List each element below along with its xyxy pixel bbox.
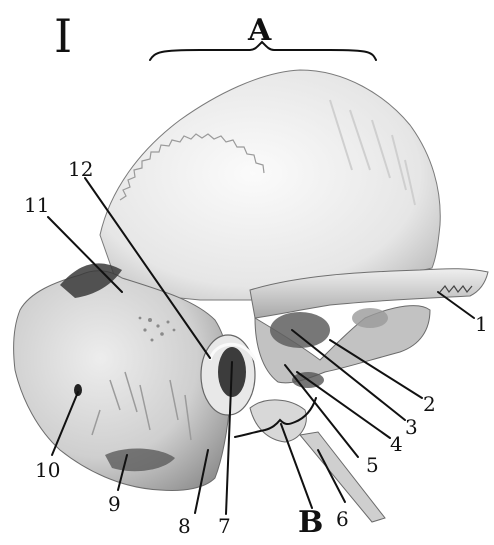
region-label-a: A bbox=[247, 13, 272, 48]
callout-3: 3 bbox=[405, 415, 418, 439]
callout-4: 4 bbox=[390, 432, 403, 456]
callout-2: 2 bbox=[423, 392, 436, 416]
callout-6: 6 bbox=[336, 507, 349, 531]
region-label-b: B bbox=[298, 505, 323, 540]
mandibular-fossa bbox=[270, 312, 330, 348]
callout-5: 5 bbox=[366, 453, 379, 477]
squamous-part bbox=[100, 70, 440, 300]
callout-8: 8 bbox=[178, 514, 191, 538]
callout-7: 7 bbox=[218, 514, 231, 538]
postglenoid-shadow bbox=[352, 308, 388, 328]
callout-1: 1 bbox=[475, 312, 488, 336]
callout-11: 11 bbox=[24, 193, 49, 217]
panel-label: I bbox=[54, 9, 72, 63]
callout-9: 9 bbox=[108, 492, 121, 516]
bone-illustration bbox=[14, 70, 488, 522]
callout-12: 12 bbox=[68, 157, 93, 181]
callout-10: 10 bbox=[35, 458, 60, 482]
